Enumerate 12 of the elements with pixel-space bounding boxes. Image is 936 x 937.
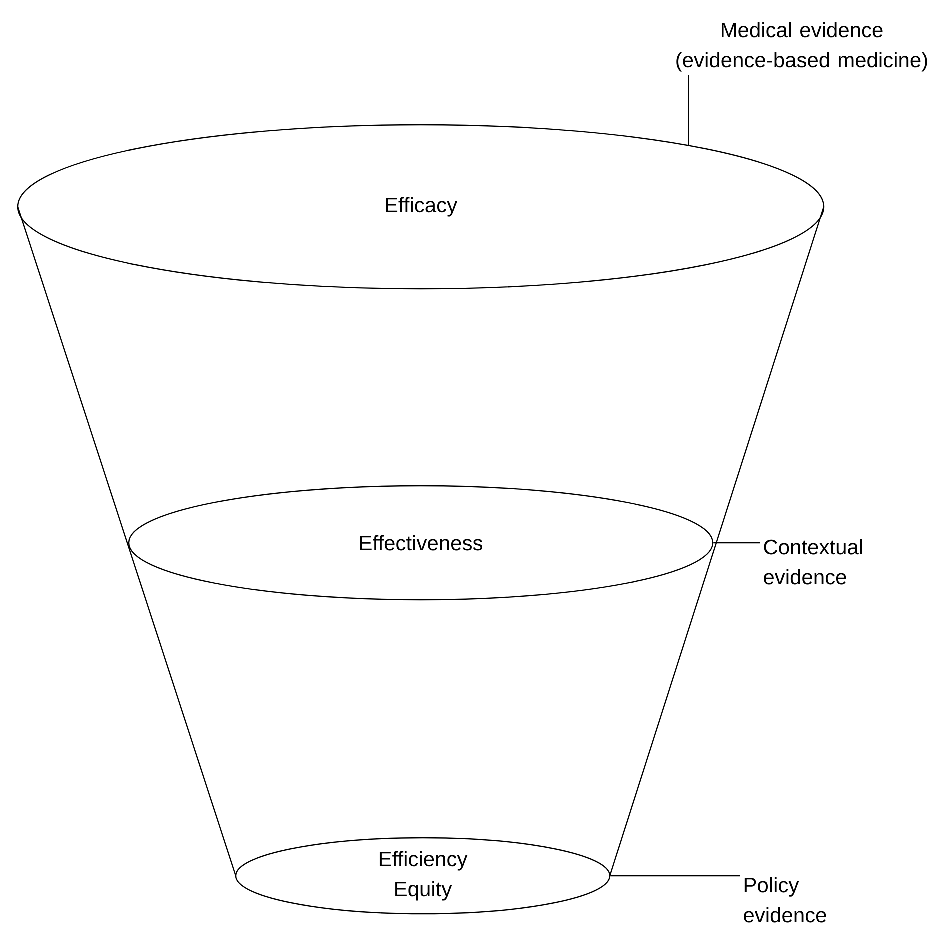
annotation-text: Policy evidence: [744, 877, 826, 923]
annotation-text: Medical evidence (evidence-based medicine): [676, 22, 928, 72]
ellipse: [128, 485, 714, 601]
ellipse-label: Efficacy: [386, 197, 458, 217]
leader-line: [688, 75, 690, 146]
annotation-text: Contextual evidence: [764, 539, 862, 585]
ellipse: [17, 124, 825, 290]
leader-line: [714, 542, 760, 544]
leader-line: [610, 875, 740, 877]
ellipse: [235, 837, 611, 915]
ellipse-label: Effectiveness: [360, 535, 482, 551]
ellipse-label: Efficiency Equity: [380, 851, 468, 901]
